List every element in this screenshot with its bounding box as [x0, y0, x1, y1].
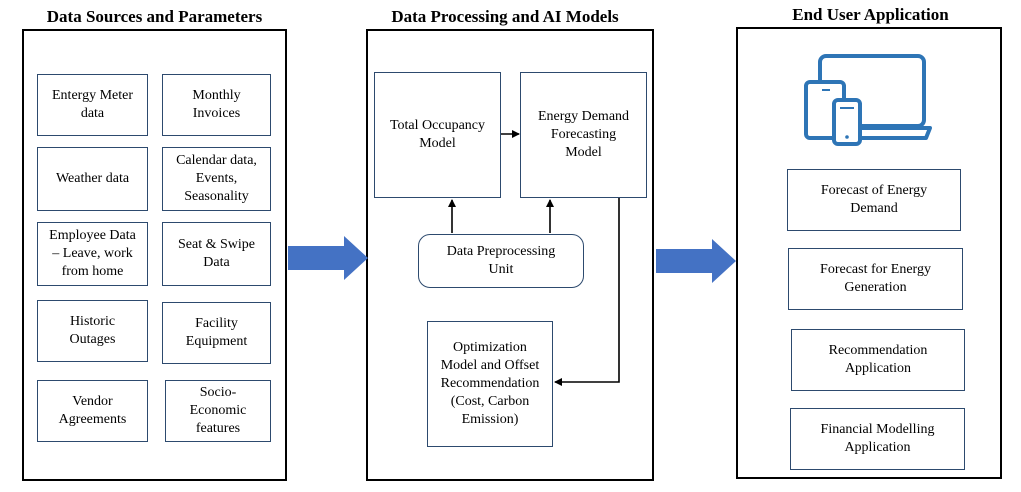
- flow-arrow-sources-to-processing: [288, 236, 368, 280]
- application-title: End User Application: [792, 5, 949, 24]
- flow-arrow-processing-to-application: [656, 239, 736, 283]
- processing-title: Data Processing and AI Models: [391, 7, 619, 26]
- sources-title: Data Sources and Parameters: [46, 7, 263, 26]
- source-box-weather: Weather data: [37, 147, 148, 211]
- arrow-forecasting-to-optimization: [554, 198, 620, 386]
- devices-icon: [804, 54, 932, 146]
- source-box-calendar: Calendar data,Events,Seasonality: [162, 147, 271, 211]
